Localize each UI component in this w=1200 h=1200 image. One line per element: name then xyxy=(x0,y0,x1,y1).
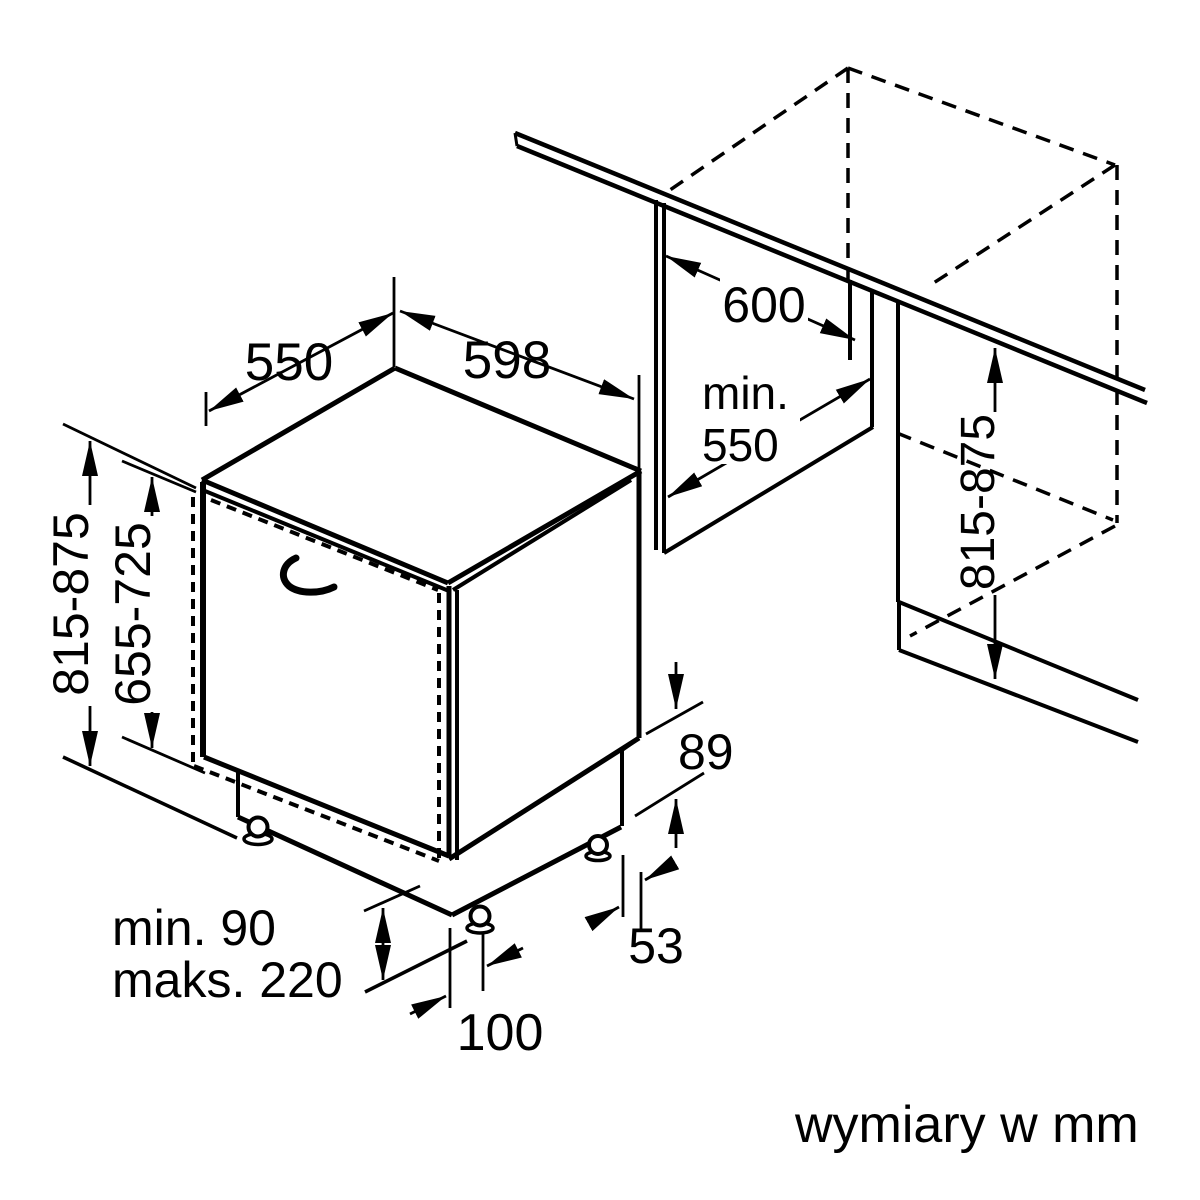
dim-front-foot-setback: 100 xyxy=(409,928,544,1062)
label-plinth-min: min. 90 xyxy=(112,900,276,956)
dim-niche-width: 600 xyxy=(665,254,856,342)
dim-top-width: 598 xyxy=(399,309,641,468)
countertop xyxy=(513,130,1148,406)
dishwasher-body xyxy=(200,365,643,918)
dim-rear-foot-setback: 53 xyxy=(584,855,684,974)
dim-niche-height: 815-875 xyxy=(952,348,1005,679)
label-niche-depth-min: min. xyxy=(702,367,789,419)
label-appliance-height: 815-875 xyxy=(43,512,99,696)
dim-door-front-height: 655-725 xyxy=(105,459,206,775)
label-niche-depth-value: 550 xyxy=(702,419,779,471)
dim-niche-depth: min. 550 xyxy=(667,366,871,499)
label-rear-base-height: 89 xyxy=(678,724,734,780)
units-note: wymiary w mm xyxy=(794,1096,1139,1154)
label-niche-width: 600 xyxy=(722,277,805,333)
label-niche-height: 815-875 xyxy=(952,414,1005,590)
label-top-depth: 550 xyxy=(245,333,333,392)
label-top-width: 598 xyxy=(463,331,551,390)
label-door-front-height: 655-725 xyxy=(105,522,161,706)
label-plinth-max: maks. 220 xyxy=(112,952,343,1008)
dim-top-depth: 550 xyxy=(204,277,396,426)
label-rear-foot-setback: 53 xyxy=(628,918,684,974)
dim-rear-base-height: 89 xyxy=(634,662,734,848)
dim-appliance-height: 815-875 xyxy=(43,422,197,766)
dim-plinth-height: min. 90 maks. 220 xyxy=(112,884,421,1008)
niche-walls xyxy=(654,200,875,555)
side-panel xyxy=(896,301,1139,744)
label-front-foot-setback: 100 xyxy=(457,1004,544,1062)
furniture-door-dashed-outline xyxy=(191,497,441,863)
door-handle-icon xyxy=(279,554,338,596)
cabinet-dashed-outline xyxy=(666,66,1119,638)
adjustable-feet xyxy=(242,815,612,935)
